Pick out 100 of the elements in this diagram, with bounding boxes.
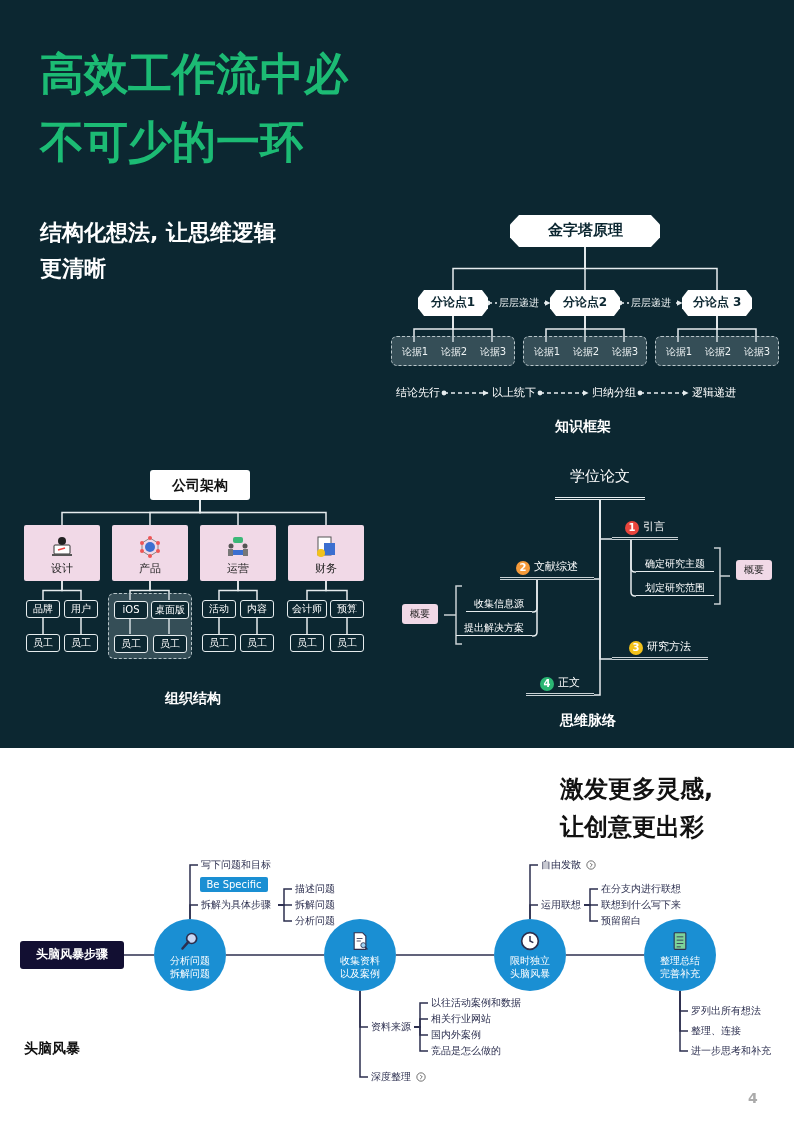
diagram-caption: 思维脉络 <box>560 712 616 730</box>
point-box <box>682 290 752 316</box>
argument-label: 论据3 <box>474 343 512 361</box>
branch-item: 划定研究范围 <box>636 580 714 596</box>
summary-tag: 概要 <box>736 560 772 580</box>
connector-line <box>218 617 220 635</box>
connector-line <box>199 499 327 526</box>
connector-line <box>630 539 637 597</box>
connector-line <box>189 904 199 920</box>
branch-text: 竞品是怎么做的 <box>428 1044 508 1058</box>
org-box: 员工 <box>240 634 274 652</box>
org-box: 内容 <box>240 600 274 618</box>
tip-badge: Be Specific <box>200 877 268 892</box>
connector-line <box>80 617 82 635</box>
circle-label: 收集资料以及案例 <box>339 953 381 980</box>
connector-line <box>584 315 625 343</box>
department-card <box>288 525 364 581</box>
connector-line <box>413 1026 429 1052</box>
step-label: 逻辑递进 <box>688 385 740 401</box>
department-card <box>24 525 100 581</box>
step-label: 以上统下 <box>488 385 540 401</box>
diagram-caption: 知识框架 <box>555 418 611 436</box>
connector-line <box>168 617 170 635</box>
step-label: 归纳分组 <box>588 385 640 401</box>
org-box: 活动 <box>202 600 236 618</box>
connector-line <box>531 579 538 637</box>
connector-line <box>452 315 493 343</box>
connector-line <box>237 580 258 601</box>
org-box: 员工 <box>202 634 236 652</box>
circle-label: 分析问题拆解问题 <box>169 953 211 980</box>
branch-text: 预留留白 <box>598 914 644 928</box>
branch-topic <box>612 518 678 540</box>
org-box: iOS <box>114 601 148 619</box>
branch-text: 国内外案例 <box>428 1028 486 1042</box>
connector-line <box>225 954 325 956</box>
connector-line <box>584 246 718 291</box>
org-box: 品牌 <box>26 600 60 618</box>
argument-label: 论据2 <box>699 343 737 361</box>
section-heading: 结构化想法, 让思维逻辑更清晰 <box>40 219 278 283</box>
branch-topic <box>612 638 708 660</box>
arrow <box>537 390 589 396</box>
branch-text: 写下问题和目标 <box>198 858 278 872</box>
topic-label: 金字塔原理 <box>547 222 623 240</box>
branch-topic <box>526 674 594 696</box>
org-box: 员工 <box>26 634 60 652</box>
branch-text: 运用联想 <box>538 898 584 912</box>
branch-text: 在分支内进行联想 <box>598 882 688 896</box>
branch-text: 自由发散 <box>538 858 584 872</box>
point-box <box>418 290 488 316</box>
department-card <box>200 525 276 581</box>
card-label: 运营 <box>227 563 249 576</box>
org-box: 会计师 <box>287 600 327 618</box>
connector-line <box>565 954 645 956</box>
branch-text: 深度整理 <box>368 1070 414 1084</box>
branch-item: 提出解决方案 <box>456 620 532 636</box>
topic-label: 分论点 3 <box>692 296 742 310</box>
connector-line <box>583 904 599 922</box>
connector-line <box>129 617 131 635</box>
connector-line <box>529 904 539 920</box>
branch-text: 罗列出所有想法 <box>688 1004 766 1018</box>
step-label: 结论先行 <box>392 385 444 401</box>
department-card <box>112 525 188 581</box>
diagram-caption: 组织结构 <box>165 690 221 708</box>
connector-line <box>593 499 601 696</box>
page-title: 高效工作流中必不可少的一环 <box>40 47 350 169</box>
mind-map-title: 学位论文 <box>555 468 645 500</box>
card-label: 设计 <box>51 563 73 576</box>
point-box <box>550 290 620 316</box>
connector-line <box>716 315 757 343</box>
topic-label: 分论点1 <box>430 296 476 310</box>
page-number: 4 <box>748 1090 758 1106</box>
org-box: 预算 <box>330 600 364 618</box>
branch-text: 相关行业网站 <box>428 1012 496 1026</box>
branch-item: 确定研究主题 <box>636 556 714 572</box>
edge-label: 层层递进 <box>629 296 673 310</box>
branch-text: 资料来源 <box>368 1020 414 1034</box>
topic-label: 分论点2 <box>562 296 608 310</box>
title-box: 头脑风暴步骤 <box>20 941 124 969</box>
org-box: 员工 <box>64 634 98 652</box>
argument-label: 论据1 <box>660 343 698 361</box>
connector-line <box>61 580 82 601</box>
topic-label: 研究方法 <box>647 641 691 654</box>
section-heading: 激发更多灵感, 让创意更出彩 <box>560 774 715 843</box>
argument-label: 论据1 <box>396 343 434 361</box>
dashed-group-box <box>523 336 647 366</box>
branch-text: 以往活动案例和数据 <box>428 996 528 1010</box>
topic-label: 正文 <box>558 677 580 690</box>
connector-line <box>256 617 258 635</box>
branch-text: 拆解为具体步骤 <box>198 898 278 912</box>
argument-label: 论据1 <box>528 343 566 361</box>
branch-text: 分析问题 <box>292 914 338 928</box>
connector-line <box>42 617 44 635</box>
org-box: 用户 <box>64 600 98 618</box>
edge-label: 层层递进 <box>497 296 541 310</box>
connector-line <box>679 990 689 1052</box>
dashed-group-box <box>655 336 779 366</box>
branch-text: 描述问题 <box>292 882 338 896</box>
org-box: 员工 <box>114 635 148 653</box>
connector-line <box>325 580 348 601</box>
branch-text: 拆解问题 <box>292 898 338 912</box>
